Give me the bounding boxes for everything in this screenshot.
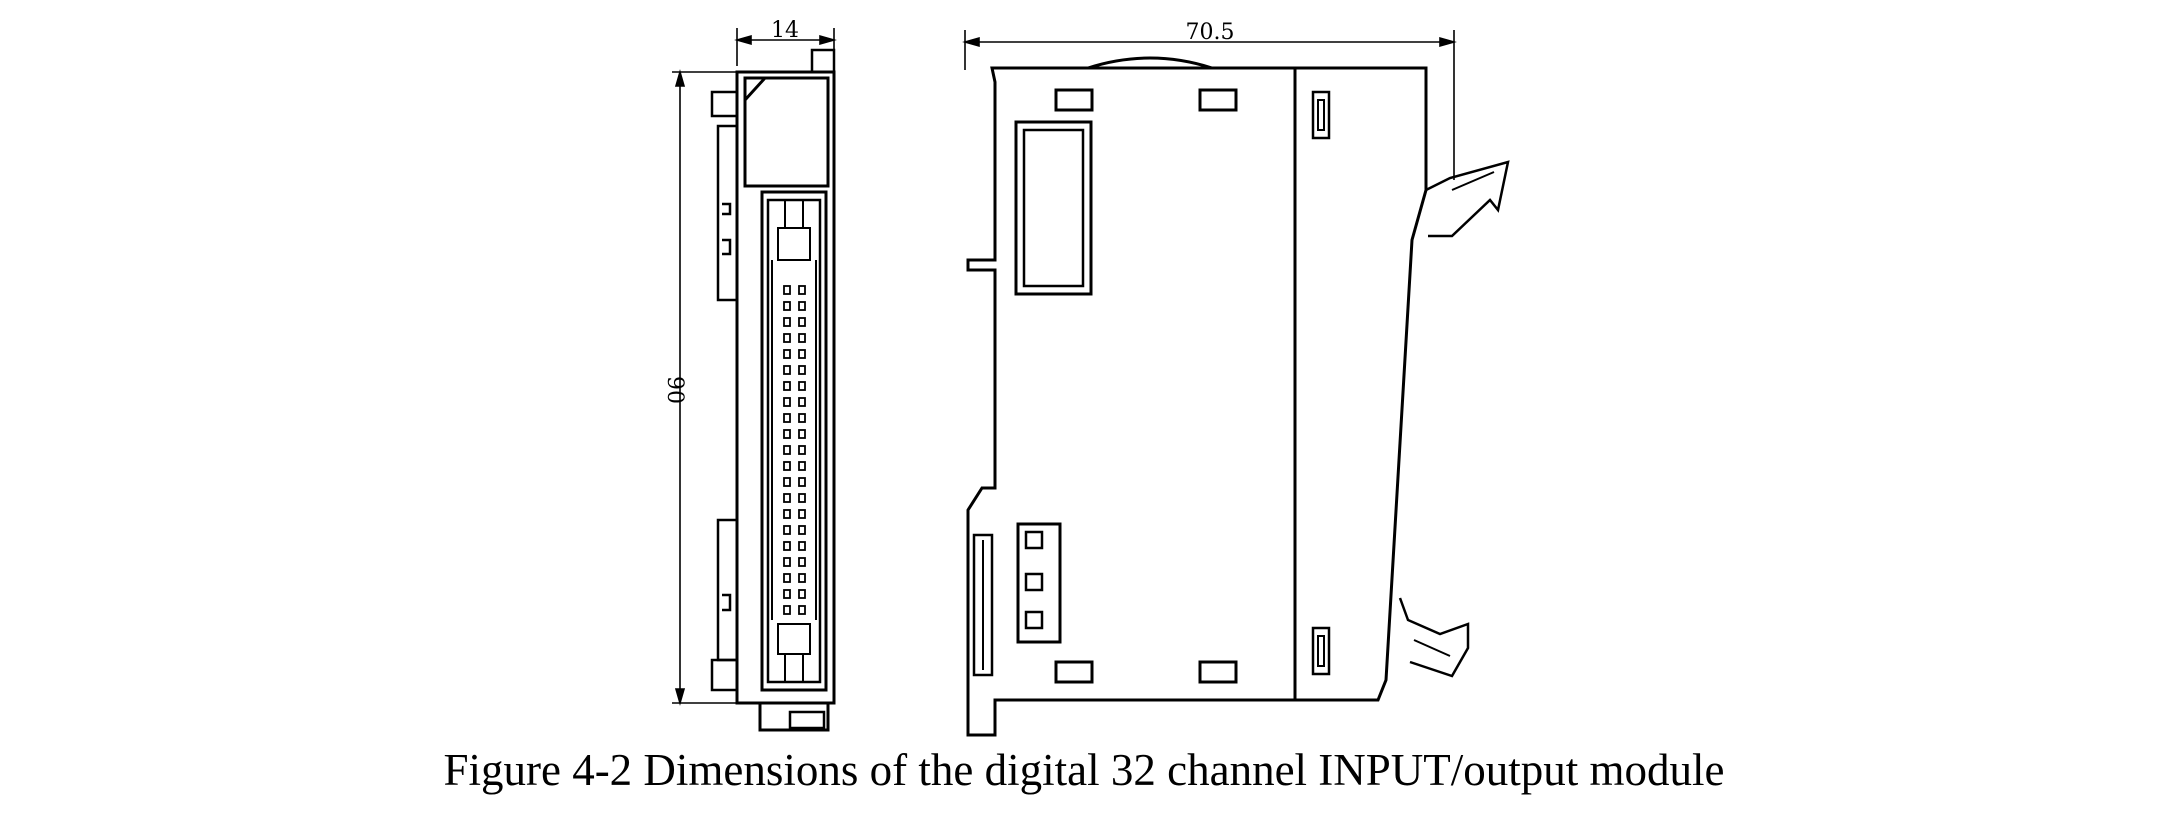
dim-label-90: 90	[662, 376, 687, 404]
pin-array	[783, 285, 806, 615]
dim-label-70-5: 70.5	[1186, 20, 1235, 45]
dimension-width-70-5	[962, 30, 1457, 180]
dim-label-14: 14	[771, 18, 799, 43]
dimension-width-14	[734, 28, 837, 66]
figure-caption: Figure 4-2 Dimensions of the digital 32 …	[443, 745, 1725, 795]
module-dimension-drawing: 14 90	[662, 18, 1510, 737]
front-view: 70.5	[962, 20, 1510, 737]
side-view: 14 90	[662, 18, 837, 732]
dimension-height-90	[672, 69, 736, 706]
